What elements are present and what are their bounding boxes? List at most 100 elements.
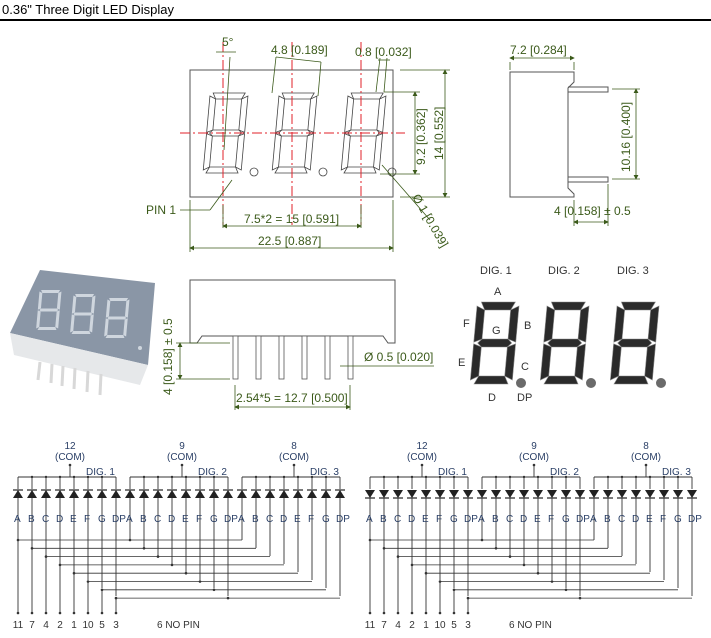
- junction-dot: [142, 475, 146, 479]
- photo-digit-3-segment-g: [107, 316, 127, 320]
- front-digit-2-segment-f: [275, 95, 286, 134]
- bus-node: [550, 580, 554, 583]
- common-pin-number: 9: [179, 441, 185, 452]
- segment-label: E: [70, 514, 77, 525]
- front-digit-3-segment-a: [350, 92, 384, 100]
- diode-icon: [659, 490, 669, 498]
- photo-digit-3-segment-e: [104, 318, 109, 337]
- seg-digit-2-segment-d: [543, 375, 579, 385]
- segment-label: F: [660, 514, 666, 525]
- digit-height-label: 9.2 [0.362]: [414, 108, 428, 165]
- segment-label: F: [84, 514, 90, 525]
- segment-label: G: [210, 514, 218, 525]
- diode-icon: [293, 490, 303, 498]
- common-pin-number: 8: [643, 441, 649, 452]
- segment-label-a: A: [494, 286, 502, 298]
- bus-node: [424, 571, 428, 575]
- diode-icon: [55, 490, 65, 498]
- seg-digit-3-segment-f: [613, 305, 625, 343]
- segment-width-label: 4.8 [0.189]: [271, 43, 328, 57]
- output-pin-number: 1: [71, 620, 77, 631]
- seg-digit-2-segment-b: [577, 305, 590, 343]
- common-pin-number: 8: [291, 441, 297, 452]
- photo-digit-2-segment-c: [89, 314, 94, 333]
- output-pin-number: 4: [43, 620, 49, 631]
- junction-dot: [620, 475, 624, 479]
- diode-icon: [279, 490, 289, 498]
- diode-icon: [435, 490, 445, 498]
- bus-node: [452, 588, 456, 592]
- digit-pitch-label: 7.5*2 = 15 [0.591]: [244, 212, 339, 226]
- bottom-dimension-lines: [176, 342, 434, 410]
- segment-label: D: [632, 514, 639, 525]
- pin-node: [438, 611, 442, 615]
- bottom-pin-1: [232, 335, 239, 380]
- common-node-1: [420, 463, 424, 467]
- pin-node: [466, 611, 470, 615]
- segment-label: DP: [224, 514, 238, 525]
- bus-node: [212, 588, 216, 592]
- diode-icon: [589, 490, 599, 498]
- junction-dot: [198, 475, 202, 479]
- bus-node: [368, 538, 372, 542]
- pin-node: [410, 611, 414, 615]
- diode-icon: [335, 490, 345, 498]
- diode-icon: [13, 490, 23, 498]
- front-dp-3: [387, 167, 397, 177]
- front-digit-3-segment-d: [343, 166, 377, 174]
- junction-dot: [564, 475, 568, 479]
- diode-icon: [251, 490, 261, 498]
- seg-digit-3-segment-d: [613, 375, 649, 385]
- front-digit-3-segment-c: [373, 132, 384, 171]
- junction-dot: [170, 475, 174, 479]
- pin-node: [382, 611, 386, 615]
- front-digit-1-segment-e: [202, 133, 213, 171]
- junction-dot: [494, 475, 498, 479]
- diode-icon: [69, 490, 79, 498]
- front-digit-1-segment-f: [206, 95, 217, 134]
- digit-group-label: DIG. 1: [438, 467, 467, 478]
- bottom-pin-length-label: 4 [0.158] ± 0.5: [161, 318, 175, 395]
- photo-digit-2-segment-a: [75, 294, 95, 297]
- segment-label: B: [28, 514, 35, 525]
- junction-dot: [268, 475, 272, 479]
- junction-dot: [44, 475, 48, 479]
- segment-label-b: B: [524, 320, 531, 332]
- front-dp-2: [318, 167, 328, 177]
- front-digit-1-segment-c: [235, 132, 246, 171]
- segment-label-c: C: [521, 361, 529, 373]
- bus-node: [466, 596, 470, 600]
- segment-label: C: [42, 514, 49, 525]
- diode-icon: [111, 490, 121, 498]
- segment-label: F: [196, 514, 202, 525]
- output-pin-number: 10: [82, 620, 94, 631]
- bus-node: [564, 588, 568, 592]
- output-pin-number: 11: [13, 620, 24, 631]
- angle-label: 5°: [222, 35, 234, 49]
- diode-icon: [321, 490, 331, 498]
- side-view: 7.2 [0.284] 10.16 [0.400] 4 [0.158] ± 0.…: [509, 43, 640, 226]
- diode-icon: [379, 490, 389, 498]
- seg-digit-2-segment-g: [547, 338, 583, 348]
- photo-dp: [138, 346, 142, 350]
- diode-icon: [519, 490, 529, 498]
- seg-digit-1-segment-d: [473, 375, 509, 385]
- junction-dot: [86, 475, 90, 479]
- front-digit-3-segment-b: [376, 95, 387, 133]
- bus-node: [508, 555, 512, 558]
- seg-digit-1-segment-c: [504, 343, 516, 381]
- page-title: 0.36" Three Digit LED Display: [2, 2, 175, 17]
- common-pin-label: (COM): [519, 452, 549, 463]
- segment-label: D: [56, 514, 63, 525]
- diode-icon: [181, 490, 191, 498]
- digit-group-label: DIG. 2: [550, 467, 579, 478]
- diode-icon: [195, 490, 205, 498]
- junction-dot: [410, 475, 414, 479]
- junction-dot: [100, 475, 104, 479]
- photo-digit-3-segment-c: [123, 318, 128, 337]
- digit-group-label: DIG. 3: [310, 467, 339, 478]
- segment-diagram: DIG. 1 DIG. 2 DIG. 3 A B C D E F G DP: [458, 265, 666, 404]
- diode-icon: [307, 490, 317, 498]
- bus-node: [226, 596, 230, 600]
